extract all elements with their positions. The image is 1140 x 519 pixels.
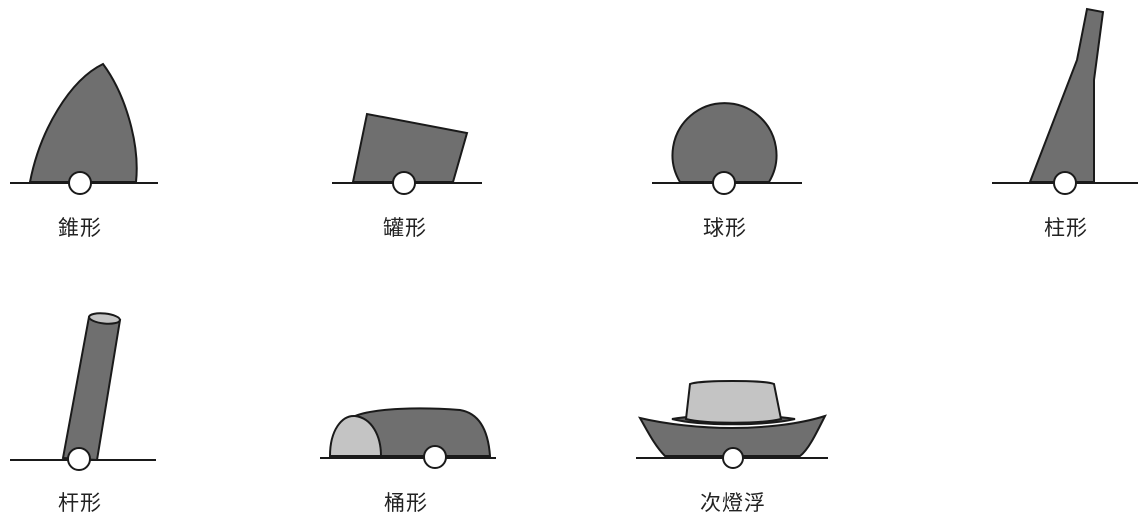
barrel-buoy-end [328,414,383,457]
label-lightship: 次燈浮 [700,491,766,515]
spar-buoy-figure [10,312,156,471]
barrel-buoy-figure [320,407,496,469]
pillar-buoy-body [1028,7,1105,183]
lightship-buoy-figure [636,380,828,469]
label-barrel: 桶形 [384,491,428,515]
spherical-buoy-figure [652,102,802,195]
label-conical: 錐形 [58,216,102,240]
conical-buoy-figure [10,62,158,195]
conical-buoy-body [28,62,138,183]
buoy-marker-circle [67,447,91,471]
barrel-buoy-body [354,407,492,457]
label-can: 罐形 [383,216,427,240]
buoy-marker-circle [722,447,744,469]
can-buoy-body [351,112,469,183]
label-spar: 杆形 [58,491,102,515]
buoy-marker-circle [392,171,416,195]
label-spherical: 球形 [703,216,747,240]
buoy-marker-circle [1053,171,1077,195]
spar-buoy-body [61,315,122,462]
buoy-marker-circle [423,445,447,469]
lightship-hull [637,414,827,457]
spar-buoy-top [88,312,121,325]
spherical-buoy-body [671,102,778,183]
lightship-cabin [684,380,783,424]
buoy-marker-circle [712,171,736,195]
label-pillar: 柱形 [1044,216,1088,240]
pillar-buoy-figure [992,7,1138,195]
can-buoy-figure [332,112,482,195]
buoy-marker-circle [68,171,92,195]
